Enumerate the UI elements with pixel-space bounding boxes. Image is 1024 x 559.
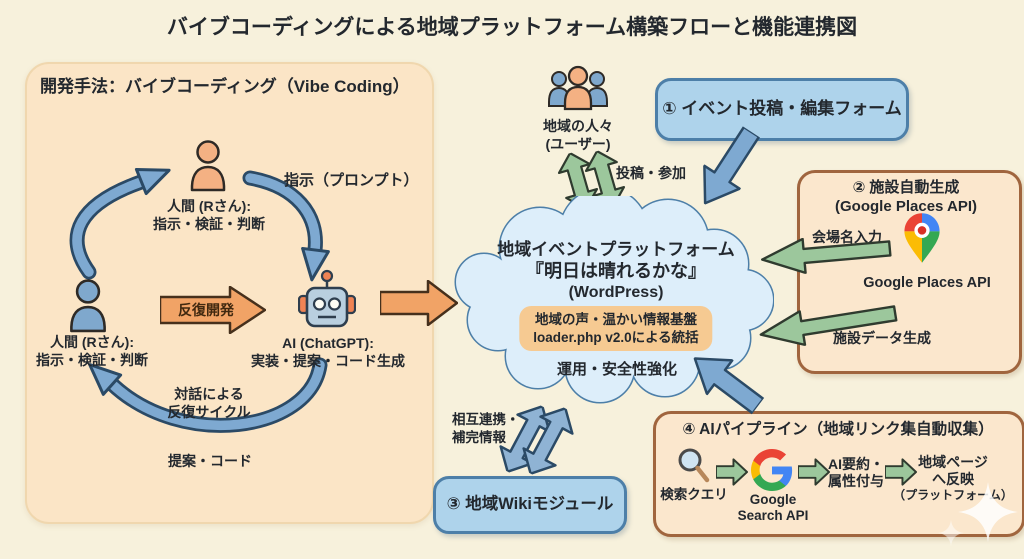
posting-arrow-label: 投稿・参加 xyxy=(616,165,686,181)
human-top-label: 人間 (Rさん): 指示・検証・判断 xyxy=(153,198,265,233)
module2-title1: ② 施設自動生成 xyxy=(852,179,960,196)
feedback-label: 提案・コード xyxy=(168,453,252,469)
search-query-label: 検索クエリ xyxy=(660,487,728,502)
ai-summary-label: AI要約・ 属性付与 xyxy=(828,456,884,489)
module3-wiki-box: ③ 地域Wikiモジュール xyxy=(433,476,627,534)
iterate-arrow xyxy=(160,286,266,334)
cloud-title-line3: (WordPress) xyxy=(568,284,664,301)
cloud-badge: 地域の声・温かい情報基盤 loader.php v2.0による統括 xyxy=(519,306,713,352)
module2-title2: (Google Places API) xyxy=(835,198,977,215)
venue-input-arrow xyxy=(761,237,892,275)
search-api-label: Google Search API xyxy=(737,492,809,523)
wiki-cloud-arrow xyxy=(522,407,574,475)
module1-to-cloud-arrow xyxy=(703,125,761,205)
pipeline-arrow xyxy=(885,458,917,486)
page-title: バイブコーディングによる地域プラットフォーム構築フローと機能連携図 xyxy=(166,16,858,39)
users-label: 地域の人々 (ユーザー) xyxy=(543,118,613,153)
module1-event-form-box: ① イベント投稿・編集フォーム xyxy=(655,78,909,141)
module4-to-cloud-arrow xyxy=(693,357,765,415)
google-maps-pin-icon xyxy=(904,213,940,263)
ai-label: AI (ChatGPT): 実装・提案・コード生成 xyxy=(251,335,405,370)
facility-data-arrow xyxy=(759,305,898,347)
sparkle-watermark-icon xyxy=(938,520,964,546)
people-group-icon xyxy=(548,65,608,111)
cloud-title-line1: 地域イベントプラットフォーム xyxy=(497,240,735,259)
module4-pipeline-box xyxy=(653,411,1024,537)
iterate-arrow-label: 反復開発 xyxy=(178,302,234,318)
facility-output-label: 施設データ生成 xyxy=(833,330,931,346)
person-icon xyxy=(70,279,106,333)
robot-icon xyxy=(298,269,356,328)
cycle-arrows xyxy=(69,167,330,433)
pipeline-arrow xyxy=(716,458,748,486)
person-icon xyxy=(190,140,226,192)
cycle-label: 対話による 反復サイクル xyxy=(167,386,251,421)
module4-title: ④ AIパイプライン（地域リンク集自動収集） xyxy=(682,421,994,438)
vibe-coding-panel: 開発手法：バイブコーディング（Vibe Coding） xyxy=(25,62,434,524)
cloud-footer: 運用・安全性強化 xyxy=(556,361,678,378)
venue-input-label: 会場名入力 xyxy=(812,229,882,245)
prompt-arrow-label: 指示（プロンプト） xyxy=(284,172,419,189)
mutual-link-label: 相互連携・ 補完情報 xyxy=(452,412,520,445)
panel-heading: 開発手法：バイブコーディング（Vibe Coding） xyxy=(40,77,410,96)
cloud-title-line2: 『明日は晴れるかな』 xyxy=(526,261,706,281)
wiki-cloud-arrow xyxy=(499,405,551,473)
sparkle-watermark-icon xyxy=(958,482,1018,542)
module2-places-box xyxy=(797,170,1022,374)
panel-to-cloud-arrow xyxy=(380,280,458,326)
magnifier-icon xyxy=(678,448,710,483)
pipeline-arrow xyxy=(798,458,830,486)
human-left-label: 人間 (Rさん): 指示・検証・判断 xyxy=(36,334,148,369)
places-api-label: Google Places API xyxy=(863,275,991,291)
google-g-logo-icon xyxy=(751,449,793,491)
